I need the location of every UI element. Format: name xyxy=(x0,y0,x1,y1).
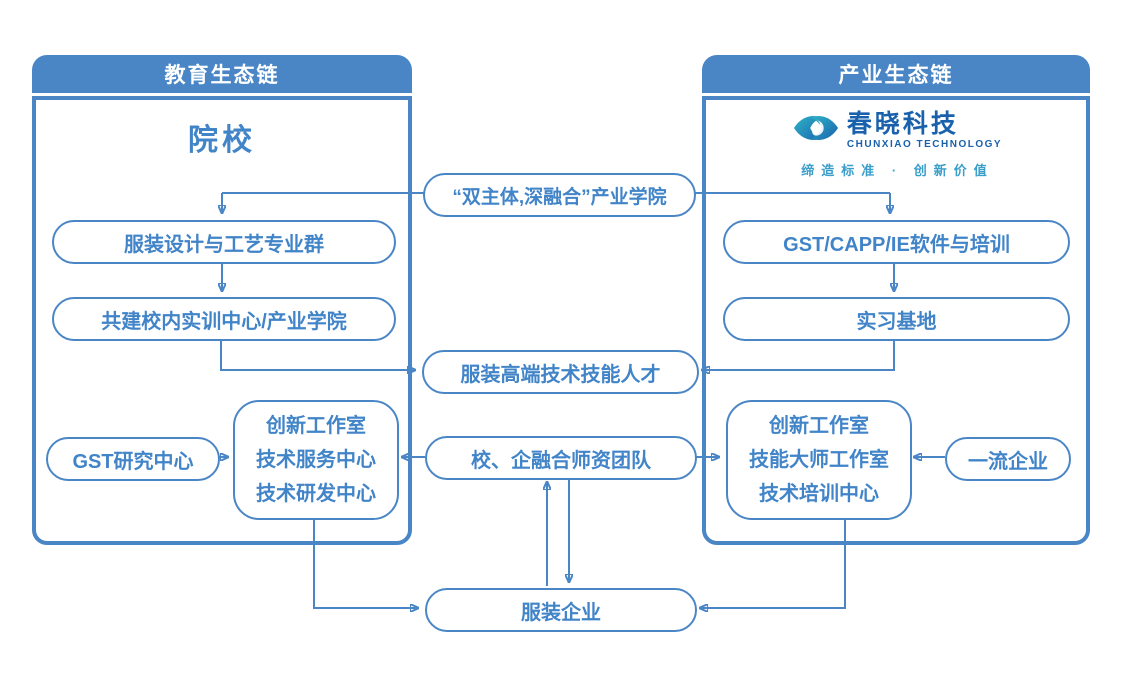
logo-row: 春晓科技 CHUNXIAO TECHNOLOGY xyxy=(793,110,1002,151)
arrow-internship-to-talents xyxy=(702,337,895,370)
logo-text-block: 春晓科技 CHUNXIAO TECHNOLOGY xyxy=(847,111,1002,150)
cluster-line: 技术服务中心 xyxy=(256,449,376,471)
arrow-leftcluster-to-apparel xyxy=(313,516,418,608)
colleges-heading: 院校 xyxy=(188,124,256,157)
node-major-group: 服装设计与工艺专业群 xyxy=(52,220,396,264)
chunxiao-logo-icon xyxy=(793,110,839,151)
node-apparel-enterprise: 服装企业 xyxy=(425,588,697,632)
node-internship-base: 实习基地 xyxy=(723,297,1070,341)
logo-company-name: 春晓科技 xyxy=(846,110,959,138)
node-gst-software: GST/CAPP/IE软件与培训 xyxy=(723,220,1070,264)
cluster-line: 创新工作室 xyxy=(266,415,366,437)
arrow-training-to-talents xyxy=(220,337,415,370)
node-faculty-team: 校、企融合师资团队 xyxy=(425,436,697,480)
logo-slogan: 缔造标准 · 创新价值 xyxy=(801,163,994,178)
logo-company-subtitle: CHUNXIAO TECHNOLOGY xyxy=(846,139,1003,150)
education-chain-header: 教育生态链 xyxy=(32,55,412,93)
node-first-class-enterprise: 一流企业 xyxy=(945,437,1071,481)
cluster-line: 创新工作室 xyxy=(769,415,869,437)
arrow-rightcluster-to-apparel xyxy=(700,516,846,608)
node-training-center: 共建校内实训中心/产业学院 xyxy=(52,297,396,341)
cluster-line: 技能大师工作室 xyxy=(749,449,889,471)
industry-chain-header: 产业生态链 xyxy=(702,55,1090,93)
cluster-right-centers: 创新工作室 技能大师工作室 技术培训中心 xyxy=(726,400,912,520)
cluster-line: 技术培训中心 xyxy=(759,483,879,505)
node-industry-college: “双主体,深融合”产业学院 xyxy=(423,173,696,217)
node-gst-research: GST研究中心 xyxy=(46,437,220,481)
node-talents: 服装高端技术技能人才 xyxy=(422,350,699,394)
cluster-line: 技术研发中心 xyxy=(256,483,376,505)
company-logo: 春晓科技 CHUNXIAO TECHNOLOGY 缔造标准 · 创新价值 xyxy=(775,110,1020,179)
cluster-left-centers: 创新工作室 技术服务中心 技术研发中心 xyxy=(233,400,399,520)
